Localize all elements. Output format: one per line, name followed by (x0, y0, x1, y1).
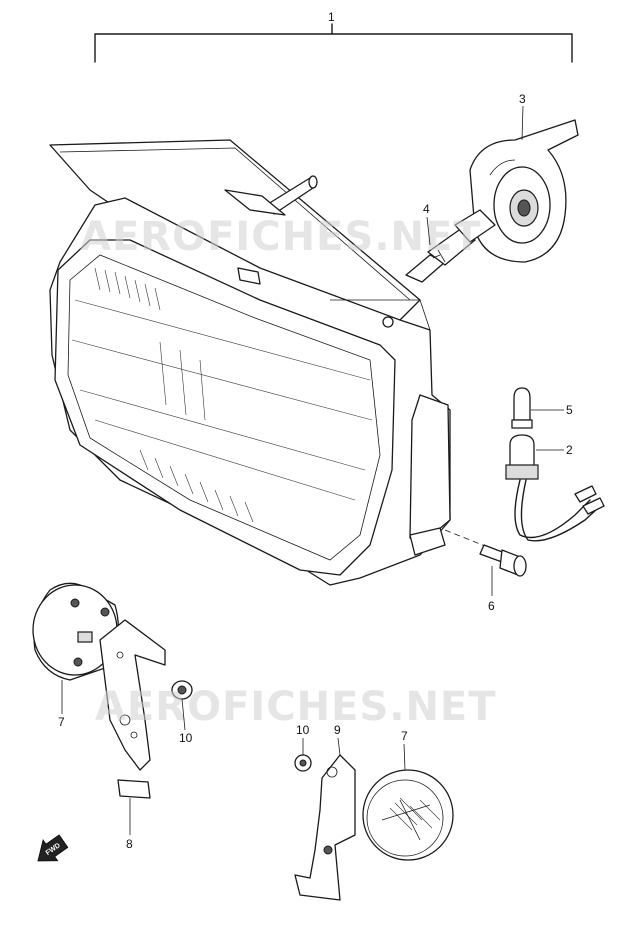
callout-10-right: 10 (296, 723, 310, 737)
position-bulb[interactable] (511, 387, 533, 429)
callout-3: 3 (519, 92, 526, 106)
leader-lines (61, 105, 564, 835)
callout-6: 6 (488, 599, 495, 613)
lens-hatching (94, 267, 254, 523)
callout-1: 1 (328, 10, 335, 24)
bulb-socket-wiring[interactable] (505, 434, 605, 542)
callout-7-left: 7 (58, 715, 65, 729)
callout-7-right: 7 (401, 729, 408, 743)
nut-right[interactable] (294, 754, 312, 772)
assembly-bracket (94, 23, 573, 63)
position-light-left[interactable] (32, 582, 119, 681)
headlight-bulb[interactable] (405, 209, 496, 283)
nut-left[interactable] (171, 680, 193, 700)
callout-10-left: 10 (179, 731, 193, 745)
position-light-right[interactable] (362, 769, 454, 861)
bracket-left[interactable] (99, 619, 166, 799)
callout-5: 5 (566, 403, 573, 417)
watermark-top: AEROFICHES.NET (80, 214, 482, 260)
callout-4: 4 (423, 202, 430, 216)
adjusting-screw[interactable] (444, 529, 527, 577)
bracket-right[interactable] (294, 754, 356, 901)
callout-8: 8 (126, 837, 133, 851)
headlight-assembly[interactable] (49, 139, 451, 586)
fwd-arrow-icon: FWD (37, 834, 69, 862)
callout-2: 2 (566, 443, 573, 457)
socket-cover[interactable] (469, 119, 579, 263)
callout-9: 9 (334, 723, 341, 737)
watermark-bottom: AEROFICHES.NET (95, 684, 497, 730)
